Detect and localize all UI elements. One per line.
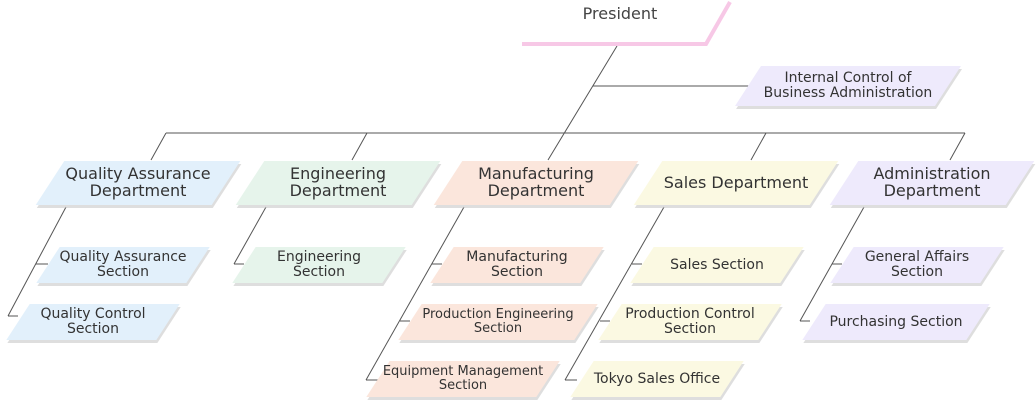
section-label: Equipment Management Section bbox=[382, 364, 544, 393]
dept-quality-assurance[interactable]: Quality Assurance Department bbox=[35, 161, 241, 205]
section-quality-assurance[interactable]: Quality Assurance Section bbox=[36, 247, 210, 283]
president-node[interactable]: President bbox=[520, 0, 732, 46]
section-general-affairs[interactable]: General Affairs Section bbox=[830, 247, 1004, 283]
section-sales[interactable]: Sales Section bbox=[630, 247, 804, 283]
section-label: Production Control Section bbox=[625, 306, 755, 337]
trunk-line bbox=[547, 45, 618, 161]
section-production-control[interactable]: Production Control Section bbox=[598, 304, 782, 340]
section-tokyo-sales-office[interactable]: Tokyo Sales Office bbox=[570, 361, 744, 397]
dept-label: Manufacturing Department bbox=[478, 164, 594, 200]
dept-label: Quality Assurance Department bbox=[65, 164, 211, 200]
section-manufacturing[interactable]: Manufacturing Section bbox=[430, 247, 604, 283]
internal-control-node[interactable]: Internal Control of Business Administrat… bbox=[735, 66, 961, 106]
section-label: General Affairs Section bbox=[864, 249, 970, 280]
section-engineering[interactable]: Engineering Section bbox=[232, 247, 406, 283]
dept-label: Administration Department bbox=[873, 164, 991, 200]
internal-control-label: Internal Control of Business Administrat… bbox=[763, 70, 933, 101]
president-label: President bbox=[582, 4, 658, 23]
section-label: Production Engineering Section bbox=[422, 307, 574, 336]
section-purchasing[interactable]: Purchasing Section bbox=[802, 304, 990, 340]
section-label: Sales Section bbox=[670, 256, 764, 273]
section-label: Manufacturing Section bbox=[466, 249, 568, 280]
dept-label: Sales Department bbox=[663, 172, 809, 192]
dept-label: Engineering Department bbox=[289, 164, 387, 200]
president-underline bbox=[522, 1, 732, 46]
section-label: Tokyo Sales Office bbox=[593, 370, 721, 387]
section-production-engineering[interactable]: Production Engineering Section bbox=[398, 304, 598, 340]
dept-engineering[interactable]: Engineering Department bbox=[235, 161, 441, 205]
dept-manufacturing[interactable]: Manufacturing Department bbox=[433, 161, 639, 205]
section-label: Engineering Section bbox=[277, 249, 361, 280]
dept-sales[interactable]: Sales Department bbox=[633, 161, 839, 205]
section-quality-control[interactable]: Quality Control Section bbox=[6, 304, 180, 340]
section-label: Purchasing Section bbox=[829, 313, 963, 330]
section-label: Quality Assurance Section bbox=[59, 249, 187, 280]
section-label: Quality Control Section bbox=[40, 306, 146, 337]
section-equipment-management[interactable]: Equipment Management Section bbox=[366, 361, 560, 397]
dept-administration[interactable]: Administration Department bbox=[829, 161, 1035, 205]
